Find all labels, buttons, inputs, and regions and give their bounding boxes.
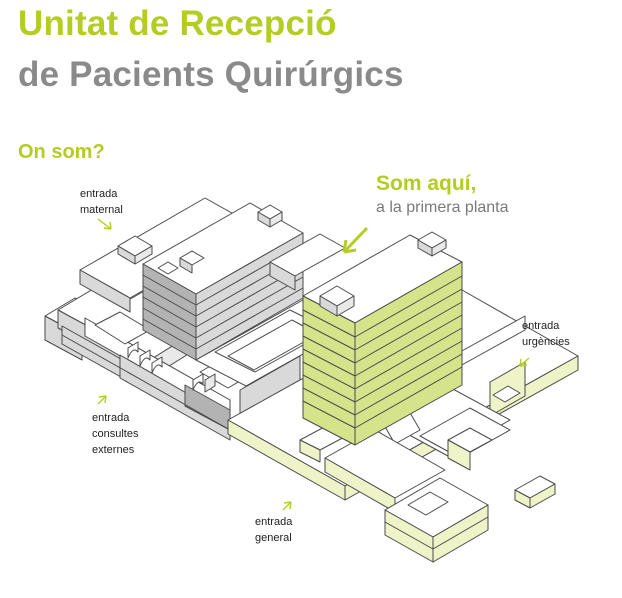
label-line: entrada <box>80 188 118 200</box>
label-line: externes <box>92 444 135 456</box>
label-entrada-general: entrada general <box>255 514 292 546</box>
where-heading: On som? <box>18 141 105 163</box>
label-line: entrada <box>92 412 130 424</box>
label-entrada-urgencies: entrada urgències <box>522 318 570 350</box>
page-title-line1: Unitat de Recepció <box>18 4 337 43</box>
label-line: entrada <box>522 320 560 332</box>
label-line: entrada <box>255 516 293 528</box>
here-headline: Som aquí, <box>376 172 477 195</box>
label-line: maternal <box>80 204 123 216</box>
label-line: general <box>255 532 292 544</box>
highlighted-tower <box>302 231 463 446</box>
label-line: consultes <box>92 428 139 440</box>
here-subline: a la primera planta <box>376 199 509 216</box>
label-entrada-consultes: entrada consultes externes <box>92 410 138 458</box>
page-title-line2: de Pacients Quirúrgics <box>18 55 404 94</box>
label-line: urgències <box>522 336 570 348</box>
west-wing <box>44 197 266 441</box>
label-entrada-maternal: entrada maternal <box>80 186 123 218</box>
entrance-arrows <box>97 218 530 511</box>
